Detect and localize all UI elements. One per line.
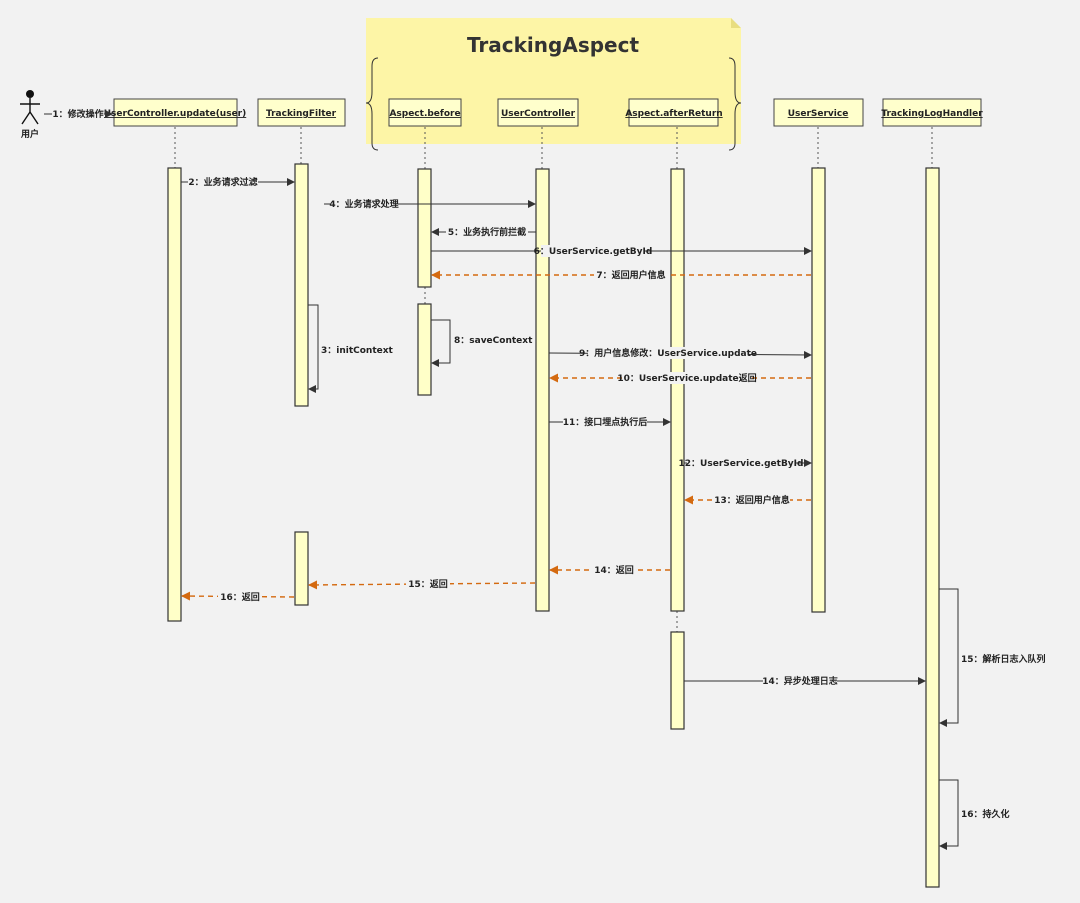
participant-label: Aspect.before xyxy=(389,109,460,119)
participant-controller: UserController xyxy=(497,98,579,127)
actor-label: 用户 xyxy=(20,128,39,140)
message-13: 13：返回用户信息 xyxy=(684,494,811,506)
message-11: 11：接口埋点执行后 xyxy=(549,416,671,428)
message-label: 2：业务请求过滤 xyxy=(188,176,257,188)
message-16-self: 16：持久化 xyxy=(939,779,1010,850)
activation-service xyxy=(811,167,826,613)
message-label: 9：用户信息修改：UserService.update xyxy=(579,347,757,359)
activation-filter-2 xyxy=(294,531,309,606)
left-brace xyxy=(365,57,379,151)
message-label: 1：修改操作 xyxy=(52,108,103,120)
message-label: 8：saveContext xyxy=(454,336,533,346)
participant-filter: TrackingFilter xyxy=(257,98,346,127)
participant-label: Aspect.afterReturn xyxy=(625,109,722,119)
message-10: 10：UserService.update返回 xyxy=(549,372,811,384)
message-2: 2：业务请求过滤 xyxy=(181,176,295,188)
message-label: 14：返回 xyxy=(594,564,634,576)
message-label: 12：UserService.getById xyxy=(679,459,804,469)
participant-label: TrackingLogHandler xyxy=(881,109,983,119)
message-16-return: 16：返回 xyxy=(181,591,295,603)
message-7: 7：返回用户信息 xyxy=(431,269,811,281)
message-label: 15：返回 xyxy=(408,578,448,590)
message-6: 6：UserService.getById xyxy=(431,245,812,257)
participant-service: UserService xyxy=(773,98,864,127)
message-label: 5：业务执行前拦截 xyxy=(448,226,526,238)
message-8: 8：saveContext xyxy=(431,319,533,367)
message-5: 5：业务执行前拦截 xyxy=(431,226,536,238)
activations xyxy=(167,163,940,888)
participant-label: UserController.update(user) xyxy=(104,109,246,119)
activation-controller xyxy=(535,168,550,612)
message-1: 1：修改操作 xyxy=(44,108,113,120)
right-brace xyxy=(728,57,742,151)
message-12: 12：UserService.getById xyxy=(679,457,812,469)
participant-label: UserController xyxy=(501,109,576,119)
message-9: 9：用户信息修改：UserService.update xyxy=(548,347,812,359)
message-15-self: 15：解析日志入队列 xyxy=(939,588,1046,727)
participant-label: UserService xyxy=(788,109,849,119)
message-label: 10：UserService.update返回 xyxy=(617,372,756,384)
message-label: 11：接口埋点执行后 xyxy=(563,416,648,428)
activation-uc-update xyxy=(167,167,182,622)
message-label: 3：initContext xyxy=(321,346,394,356)
message-label: 16：持久化 xyxy=(961,808,1010,820)
message-label: 4：业务请求处理 xyxy=(329,198,398,210)
message-15-return: 15：返回 xyxy=(308,578,536,590)
activation-before-2 xyxy=(417,303,432,396)
participant-uc-update: UserController.update(user) xyxy=(104,98,246,127)
message-label: 15：解析日志入队列 xyxy=(961,653,1046,665)
message-label: 13：返回用户信息 xyxy=(714,494,790,506)
user-actor: 用户 xyxy=(20,90,40,140)
message-label: 14：异步处理日志 xyxy=(762,675,838,687)
message-label: 6：UserService.getById xyxy=(534,247,653,257)
participant-label: TrackingFilter xyxy=(266,109,337,119)
participant-handler: TrackingLogHandler xyxy=(881,98,983,127)
diagram-title: TrackingAspect xyxy=(467,33,639,57)
activation-after-1 xyxy=(670,168,685,612)
activation-handler xyxy=(925,167,940,888)
activation-before-1 xyxy=(417,168,432,288)
aspect-note: TrackingAspect xyxy=(365,18,742,151)
participant-before: Aspect.before xyxy=(388,98,462,127)
activation-filter-1 xyxy=(294,163,309,407)
message-4: 4：业务请求处理 xyxy=(324,198,536,210)
message-label: 16：返回 xyxy=(220,591,260,603)
message-14-return: 14：返回 xyxy=(549,564,670,576)
lifelines xyxy=(174,127,933,632)
activation-after-2 xyxy=(670,631,685,730)
message-label: 7：返回用户信息 xyxy=(596,269,665,281)
message-14-async: 14：异步处理日志 xyxy=(684,675,926,687)
participant-after: Aspect.afterReturn xyxy=(625,98,723,127)
message-3: 3：initContext xyxy=(308,304,394,393)
